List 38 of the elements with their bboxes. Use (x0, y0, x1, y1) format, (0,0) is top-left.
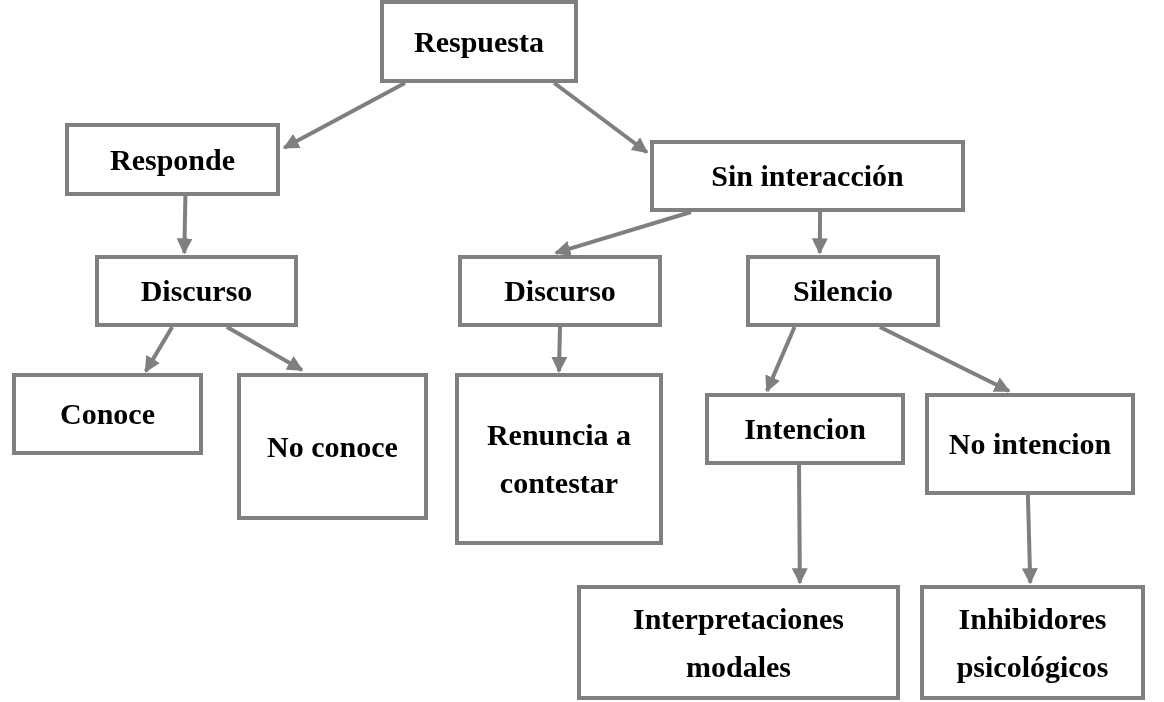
process-box (95, 255, 298, 327)
process-box (380, 0, 578, 83)
node-label: Renuncia a contestar (485, 417, 633, 501)
node-label: Inhibidores psicológicos (955, 600, 1110, 685)
process-box (455, 373, 663, 545)
process-box (925, 393, 1135, 495)
process-box (650, 140, 965, 212)
process-box (705, 393, 905, 465)
process-box (12, 373, 203, 455)
node-label: Interpretaciones modales (631, 600, 846, 685)
process-box (237, 373, 428, 520)
process-box (920, 585, 1145, 700)
node-label: No intencion (948, 426, 1112, 462)
arrow (176, 195, 193, 255)
arrow (144, 325, 174, 373)
arrow (878, 325, 1011, 393)
node-label: Respuesta (414, 23, 544, 60)
arrow (1021, 494, 1038, 585)
arrow (282, 81, 406, 150)
node-label: Sin interacción (711, 158, 904, 194)
arrow (554, 210, 692, 257)
process-box (458, 255, 662, 327)
arrow (551, 326, 568, 373)
process-box (746, 255, 940, 327)
process-box (65, 123, 280, 196)
node-label: Discurso (140, 273, 253, 309)
node-label: Silencio (793, 273, 893, 309)
node-label: Conoce (60, 396, 155, 432)
arrow (553, 81, 649, 154)
node-label: No conoce (267, 428, 398, 465)
process-box (577, 585, 900, 700)
arrow (791, 465, 808, 585)
node-label: Intencion (744, 411, 866, 447)
arrow (765, 326, 797, 393)
arrow (811, 211, 828, 255)
node-label: Responde (110, 141, 235, 178)
arrow (225, 325, 304, 372)
node-label: Discurso (504, 273, 616, 309)
